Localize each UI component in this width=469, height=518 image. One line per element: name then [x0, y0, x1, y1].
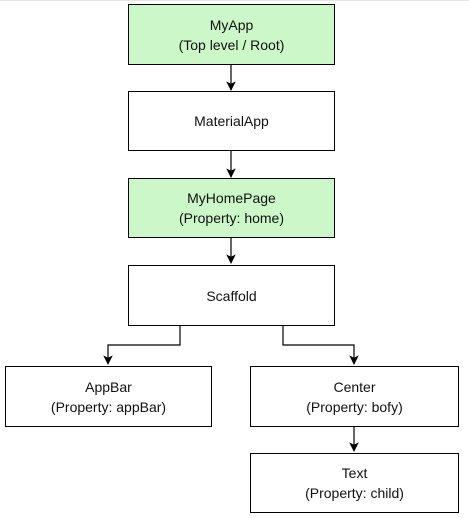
edge-scaffold-center [282, 326, 359, 365]
node-myapp: MyApp (Top level / Root) [128, 4, 335, 65]
node-center: Center (Property: bofy) [250, 366, 459, 427]
node-materialapp: MaterialApp [128, 91, 335, 151]
edge-scaffold-appbar [103, 326, 181, 365]
node-appbar-subtitle: (Property: appBar) [50, 398, 167, 415]
node-text-subtitle: (Property: child) [305, 485, 404, 501]
node-scaffold-title: Scaffold [206, 287, 257, 304]
node-myhomepage-subtitle: (Property: home) [178, 210, 285, 226]
node-scaffold: Scaffold [128, 265, 335, 326]
node-myapp-title: MyApp [209, 16, 254, 33]
node-appbar: AppBar (Property: appBar) [5, 366, 212, 427]
node-text: Text (Property: child) [250, 453, 459, 513]
node-appbar-title: AppBar [85, 378, 132, 395]
node-center-title: Center [333, 378, 376, 395]
node-materialapp-title: MaterialApp [194, 113, 269, 129]
node-text-title: Text [341, 465, 368, 481]
node-myhomepage-title: MyHomePage [187, 190, 276, 206]
node-myapp-subtitle: (Top level / Root) [178, 36, 285, 53]
node-myhomepage: MyHomePage (Property: home) [128, 178, 335, 238]
node-center-subtitle: (Property: bofy) [306, 398, 403, 415]
